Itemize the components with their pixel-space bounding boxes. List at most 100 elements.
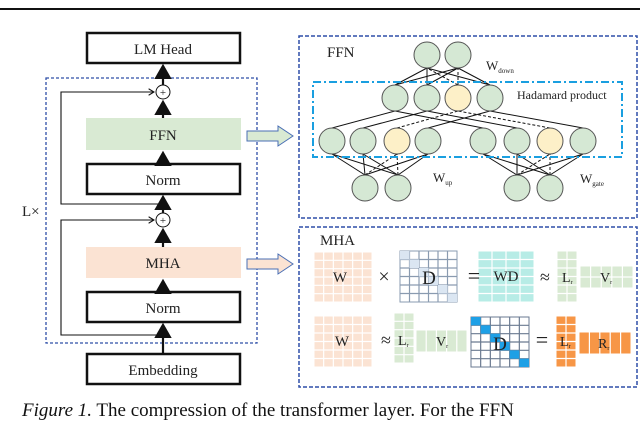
w-matrix-row2 xyxy=(313,315,373,368)
approx-symbol-row2: ≈ xyxy=(381,330,391,350)
neuron-node xyxy=(569,127,597,155)
neuron-node xyxy=(351,174,379,202)
neuron-node xyxy=(318,127,346,155)
add-symbol-bottom: + xyxy=(160,215,166,227)
ffn-expand-arrow-icon xyxy=(246,125,294,147)
ffn-label: FFN xyxy=(149,128,177,144)
ffn-edges xyxy=(331,67,584,176)
ffn-panel: FFN Hadamard product Wdown Wup Wgate xyxy=(298,35,638,219)
d-matrix-row2-diagonal-cell xyxy=(500,342,510,351)
equals-symbol-row1: = xyxy=(468,263,480,288)
mha-panel-title: MHA xyxy=(320,233,355,249)
mha-expand-arrow-icon xyxy=(246,253,294,275)
ffn-panel-border xyxy=(298,35,638,219)
transformer-stack: L× LM Head FFN Norm MHA Norm Embedding + xyxy=(22,31,294,386)
w-label-row1: W xyxy=(333,270,348,286)
neuron-node xyxy=(414,127,442,155)
ffn-edge xyxy=(427,110,491,129)
matrices xyxy=(313,250,634,368)
equals-symbol-row2: = xyxy=(536,327,548,352)
d-matrix-row2-diagonal-cell xyxy=(509,350,520,359)
w-up-label: Wup xyxy=(433,170,453,187)
ffn-edge xyxy=(426,110,518,129)
repeat-label: L× xyxy=(22,204,40,220)
d-matrix-row1-diagonal-cell xyxy=(428,276,438,285)
wd-label: WD xyxy=(494,269,519,285)
neuron-node xyxy=(503,174,531,202)
w-down-label: Wdown xyxy=(486,58,514,75)
residual-connections xyxy=(60,92,163,336)
neuron-node xyxy=(444,41,472,69)
ffn-edge xyxy=(457,110,551,129)
layer-repeat-box xyxy=(45,77,258,344)
v-r-matrix-row2 xyxy=(415,329,468,353)
ffn-edge xyxy=(396,110,459,129)
l-r-label-row2: Lr xyxy=(398,334,409,349)
l-r-matrix-result xyxy=(555,315,577,368)
ffn-nodes xyxy=(318,41,597,202)
l-r-matrix-row1 xyxy=(556,250,578,303)
ffn-edge xyxy=(331,110,396,129)
v-r-label-row2: Vr xyxy=(436,335,448,350)
lm-head-label: LM Head xyxy=(134,42,192,58)
d-matrix-row2-diagonal-cell xyxy=(471,317,481,326)
neuron-node xyxy=(349,127,377,155)
v-r-matrix-row1 xyxy=(579,265,634,289)
d-matrix-row1-diagonal-cell xyxy=(447,293,457,302)
caption-label: Figure 1. xyxy=(22,400,93,421)
d-matrix-row1 xyxy=(399,250,458,303)
mha-block xyxy=(86,247,241,278)
v-r-matrix-row2-bg xyxy=(415,329,468,353)
v-r-label-row1: Vr xyxy=(600,271,612,286)
ffn-edge xyxy=(362,153,399,176)
norm-bottom-label: Norm xyxy=(146,301,181,317)
l-r-matrix-row2 xyxy=(393,312,415,364)
neuron-node xyxy=(503,127,531,155)
ffn-panel-title: FFN xyxy=(327,45,355,61)
ffn-edge xyxy=(516,153,551,176)
neuron-node xyxy=(536,174,564,202)
ffn-edge xyxy=(394,110,484,129)
embedding-label: Embedding xyxy=(128,363,198,379)
d-matrix-row1-diagonal-cell xyxy=(400,251,410,260)
d-matrix-row1-diagonal-cell xyxy=(409,259,419,268)
d-matrix-row1-diagonal-cell xyxy=(419,268,429,277)
neuron-node xyxy=(381,84,409,112)
figure-caption: Figure 1. The compression of the transfo… xyxy=(22,400,514,422)
neuron-node xyxy=(469,127,497,155)
add-circle-bottom xyxy=(155,212,171,228)
d-label-row1: D xyxy=(422,268,436,289)
r-r-matrix-bg xyxy=(578,331,632,355)
neuron-node xyxy=(444,84,472,112)
wd-matrix xyxy=(477,250,535,303)
norm-top-label: Norm xyxy=(146,173,181,189)
approx-symbol-row1: ≈ xyxy=(540,267,550,287)
lm-head-block xyxy=(85,31,242,65)
ffn-block xyxy=(86,118,241,150)
ffn-edge xyxy=(482,153,551,176)
d-matrix-row1-diagonal-cell xyxy=(438,285,448,294)
w-label-row2: W xyxy=(335,334,350,350)
times-symbol: × xyxy=(378,266,389,288)
d-matrix-row2-diagonal-cell xyxy=(519,358,529,367)
neuron-node xyxy=(413,84,441,112)
l-r-label-row1: Lr xyxy=(562,271,573,286)
neuron-node xyxy=(413,41,441,69)
d-matrix-row2 xyxy=(470,316,530,368)
neuron-node xyxy=(384,174,412,202)
d-label-row2: D xyxy=(493,334,507,355)
w-matrix-row1 xyxy=(313,251,373,303)
l-r-label-row2-result: Lr xyxy=(560,335,571,350)
add-symbol-top: + xyxy=(160,87,166,99)
w-gate-label: Wgate xyxy=(580,171,604,188)
r-r-matrix xyxy=(578,331,632,355)
ffn-edge xyxy=(489,110,584,129)
neuron-node xyxy=(476,84,504,112)
d-matrix-row2-diagonal-cell xyxy=(480,325,491,334)
d-matrix-row2-diagonal-cell xyxy=(490,333,500,342)
add-circle-top xyxy=(155,84,171,100)
mha-panel-border xyxy=(298,226,638,388)
caption-text: The compression of the transformer layer… xyxy=(92,400,514,421)
